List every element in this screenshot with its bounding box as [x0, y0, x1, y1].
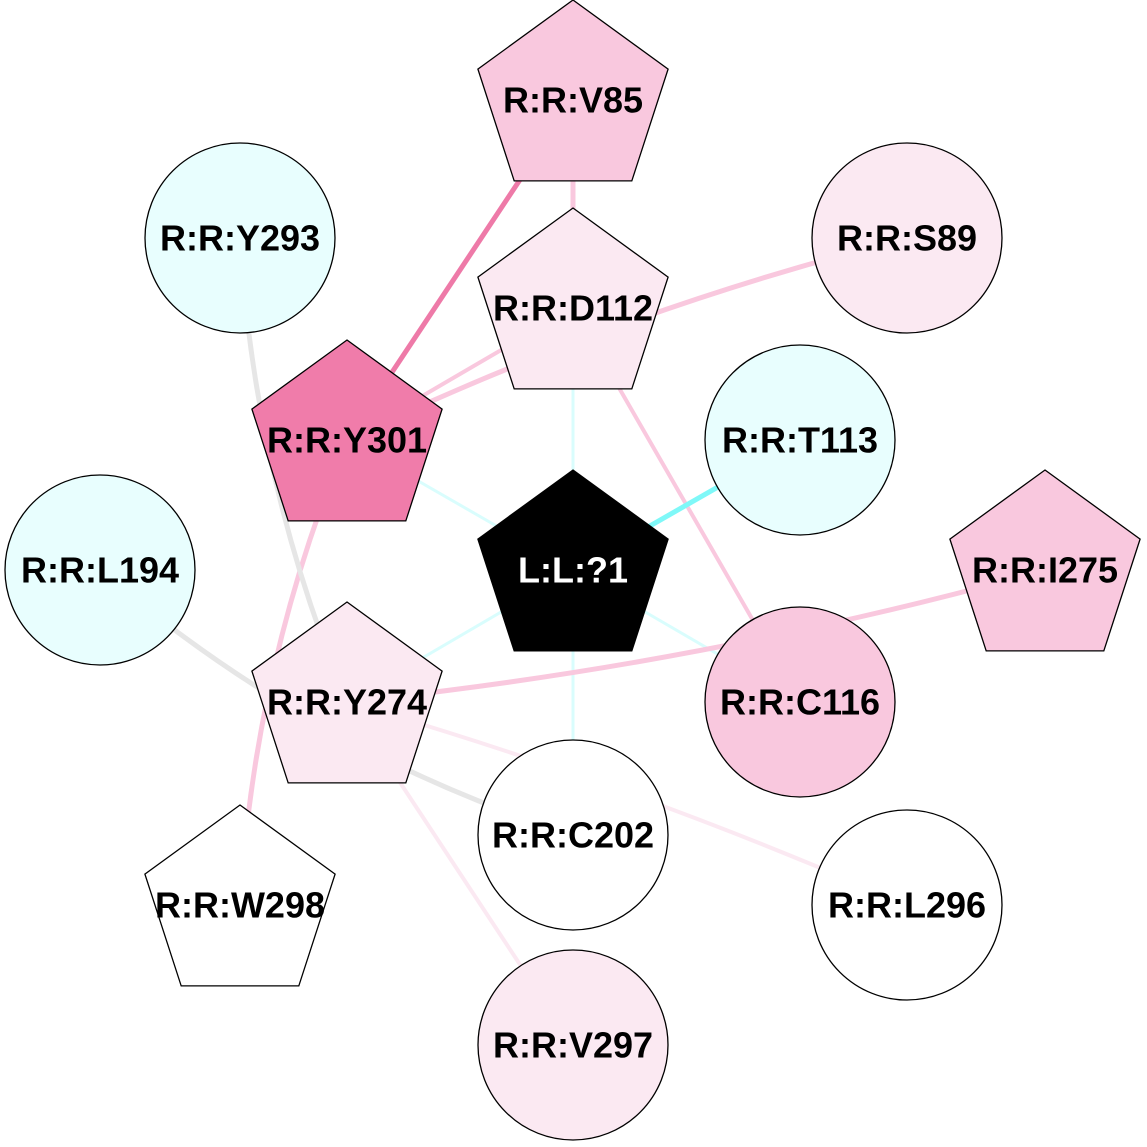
node-y293-shape — [144, 142, 336, 334]
node-t113-label: R:R:T113 — [722, 420, 878, 461]
node-y293: R:R:Y293 — [144, 142, 336, 334]
node-c202-label: R:R:C202 — [492, 815, 654, 856]
node-y274-label: R:R:Y274 — [267, 682, 427, 723]
node-c202: R:R:C202 — [477, 739, 669, 931]
node-w298-shape — [144, 804, 336, 987]
node-l1-label: L:L:?1 — [518, 550, 628, 591]
node-c116-label: R:R:C116 — [720, 682, 880, 723]
node-l1: L:L:?1 — [477, 469, 669, 652]
node-i275-shape — [949, 469, 1141, 652]
node-c202-shape — [477, 739, 669, 931]
node-l296-label: R:R:L296 — [828, 885, 986, 926]
node-c116: R:R:C116 — [704, 606, 896, 798]
node-v297-shape — [477, 949, 669, 1141]
node-l296: R:R:L296 — [811, 809, 1003, 1001]
node-l194-label: R:R:L194 — [21, 550, 179, 591]
node-y301-shape — [251, 339, 443, 522]
node-l1-shape — [477, 469, 669, 652]
node-v297: R:R:V297 — [477, 949, 669, 1141]
node-l194: R:R:L194 — [4, 474, 196, 666]
node-s89: R:R:S89 — [811, 142, 1003, 334]
node-d112: R:R:D112 — [477, 207, 669, 390]
node-s89-shape — [811, 142, 1003, 334]
node-c116-shape — [704, 606, 896, 798]
node-v85-shape — [477, 0, 669, 182]
node-d112-label: R:R:D112 — [493, 288, 653, 329]
node-l296-shape — [811, 809, 1003, 1001]
node-v85-label: R:R:V85 — [503, 80, 643, 121]
node-l194-shape — [4, 474, 196, 666]
node-i275: R:R:I275 — [949, 469, 1141, 652]
node-w298: R:R:W298 — [144, 804, 336, 987]
node-t113: R:R:T113 — [704, 344, 896, 536]
node-d112-shape — [477, 207, 669, 390]
node-y293-label: R:R:Y293 — [160, 218, 320, 259]
node-w298-label: R:R:W298 — [155, 885, 325, 926]
node-y274: R:R:Y274 — [251, 601, 443, 784]
node-v297-label: R:R:V297 — [493, 1025, 653, 1066]
node-i275-label: R:R:I275 — [972, 550, 1118, 591]
node-y301: R:R:Y301 — [251, 339, 443, 522]
node-v85: R:R:V85 — [477, 0, 669, 182]
node-y301-label: R:R:Y301 — [267, 420, 427, 461]
node-y274-shape — [251, 601, 443, 784]
edge-y274-i275 — [344, 567, 1048, 705]
node-t113-shape — [704, 344, 896, 536]
node-s89-label: R:R:S89 — [837, 218, 977, 259]
